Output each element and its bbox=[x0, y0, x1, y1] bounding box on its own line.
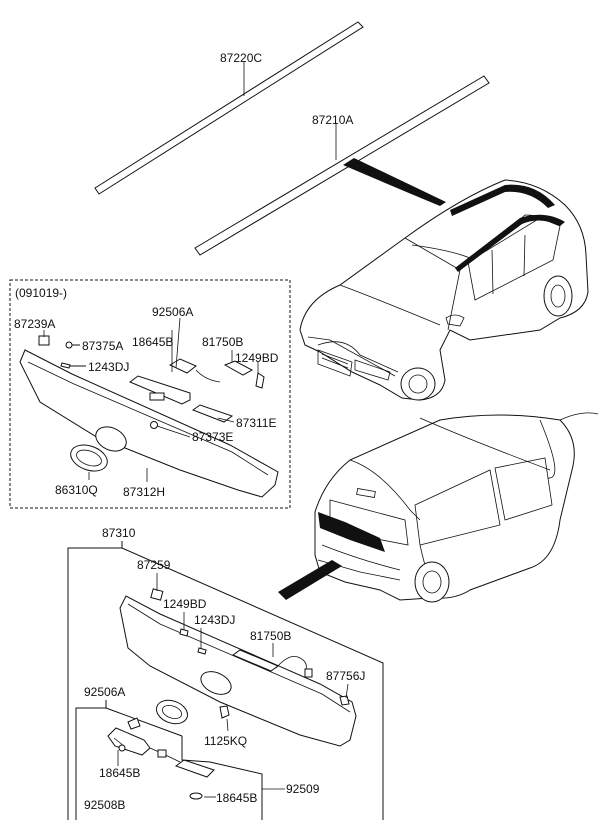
car-rear-view bbox=[314, 412, 599, 603]
label-1243DJ-a: 1243DJ bbox=[88, 360, 129, 374]
roof-molding-front bbox=[94, 21, 364, 195]
label-92506A-a: 92506A bbox=[152, 305, 193, 319]
clip-87375a bbox=[65, 341, 73, 349]
clip-87239a bbox=[38, 335, 50, 346]
garnish-87310 bbox=[119, 595, 357, 747]
harness-81750b-b bbox=[231, 649, 313, 678]
label-87756J: 87756J bbox=[326, 669, 365, 683]
pointer-roof bbox=[343, 158, 446, 206]
frame-87310 bbox=[67, 541, 384, 820]
label-87220C: 87220C bbox=[220, 51, 262, 65]
label-92509: 92509 bbox=[286, 782, 320, 796]
emblem-86310q bbox=[70, 444, 108, 472]
car-front-view bbox=[299, 179, 589, 401]
label-92508B: 92508B bbox=[84, 798, 125, 812]
clip-87259 bbox=[150, 588, 164, 601]
label-1243DJ-b: 1243DJ bbox=[194, 613, 235, 627]
label-1125KQ: 1125KQ bbox=[204, 734, 247, 748]
harness-81750b-a bbox=[223, 360, 254, 376]
nut-1125kq bbox=[219, 705, 230, 719]
bolt-1249bd-b bbox=[179, 628, 189, 637]
label-87310: 87310 bbox=[102, 526, 136, 540]
label-86310Q: 86310Q bbox=[55, 483, 98, 497]
label-18645B-b: 18645B bbox=[99, 766, 140, 780]
label-92506A-b: 92506A bbox=[84, 685, 125, 699]
roof-molding-rear bbox=[194, 75, 490, 256]
label-1249BD-b: 1249BD bbox=[163, 597, 207, 611]
label-81750B-a: 81750B bbox=[202, 335, 243, 349]
label-87375A: 87375A bbox=[82, 339, 123, 353]
inset-frame bbox=[9, 279, 291, 509]
label-87259: 87259 bbox=[137, 558, 171, 572]
lamp-92509 bbox=[149, 747, 215, 800]
label-18645B-c: 18645B bbox=[216, 791, 257, 805]
label-87210A: 87210A bbox=[312, 113, 353, 127]
label-18645B-a: 18645B bbox=[132, 335, 173, 349]
screw-1243dj-a bbox=[60, 362, 71, 369]
label-81750B-b: 81750B bbox=[250, 629, 291, 643]
screw-1243dj-b bbox=[197, 647, 207, 655]
label-87373E: 87373E bbox=[192, 430, 233, 444]
bolt-1249bd-a bbox=[255, 372, 265, 389]
label-87312H: 87312H bbox=[123, 485, 165, 499]
label-87239A: 87239A bbox=[14, 317, 55, 331]
emblem-lower bbox=[156, 699, 188, 725]
label-87311E: 87311E bbox=[236, 416, 276, 430]
cap-87756j bbox=[339, 695, 350, 706]
inset-group-label: (091019-) bbox=[15, 286, 67, 300]
lamp-92508b bbox=[107, 717, 151, 756]
garnish-87312h bbox=[19, 349, 279, 498]
grommet-87373e bbox=[150, 421, 158, 429]
label-1249BD-a: 1249BD bbox=[235, 351, 279, 365]
pointer-garnish bbox=[278, 560, 342, 600]
